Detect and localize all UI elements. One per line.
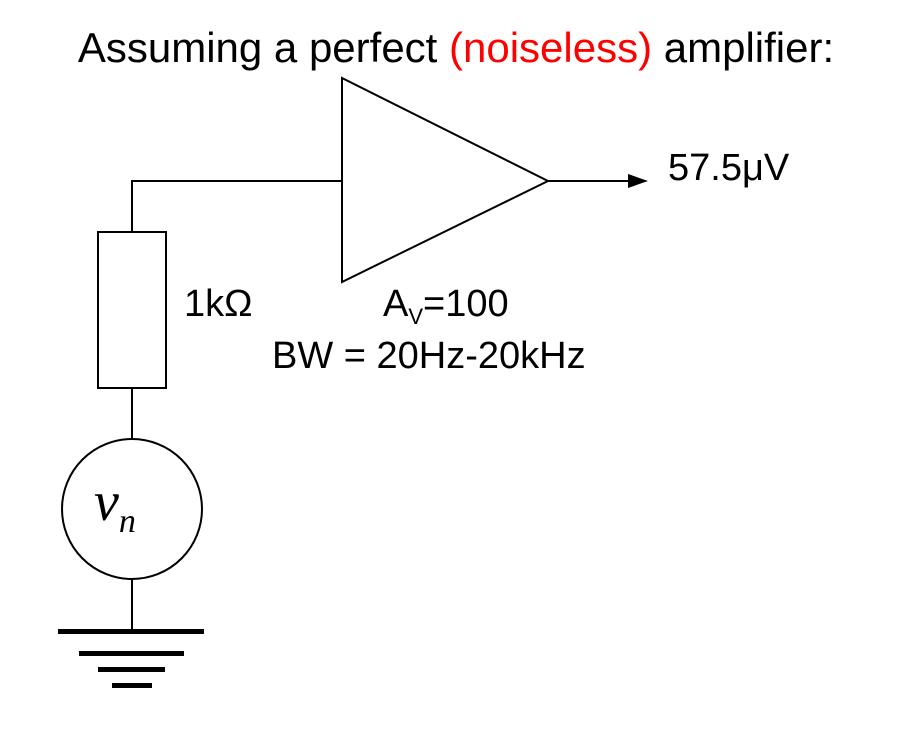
noise-source-label: vn xyxy=(94,471,136,540)
source-symbol: v xyxy=(94,471,119,533)
resistor xyxy=(97,231,167,389)
amplifier-triangle xyxy=(341,76,551,284)
title-suffix: amplifier: xyxy=(652,24,835,71)
output-arrowhead xyxy=(628,174,648,188)
slide-title: Assuming a perfect (noiseless) amplifier… xyxy=(0,20,912,76)
source-subscript: n xyxy=(118,503,136,540)
resistor-value-label: 1kΩ xyxy=(184,283,253,325)
ground-symbol xyxy=(58,629,204,688)
gain-subscript: V xyxy=(408,304,424,329)
input-wire xyxy=(131,180,342,232)
gain-symbol: A xyxy=(383,283,409,325)
gain-value: =100 xyxy=(423,283,509,325)
title-prefix: Assuming a perfect xyxy=(77,24,450,71)
output-voltage-label: 57.5μV xyxy=(668,147,790,189)
title-highlight: (noiseless) xyxy=(449,24,653,71)
bandwidth-label: BW = 20Hz-20kHz xyxy=(272,335,586,377)
gain-label: AV=100 xyxy=(383,282,509,339)
